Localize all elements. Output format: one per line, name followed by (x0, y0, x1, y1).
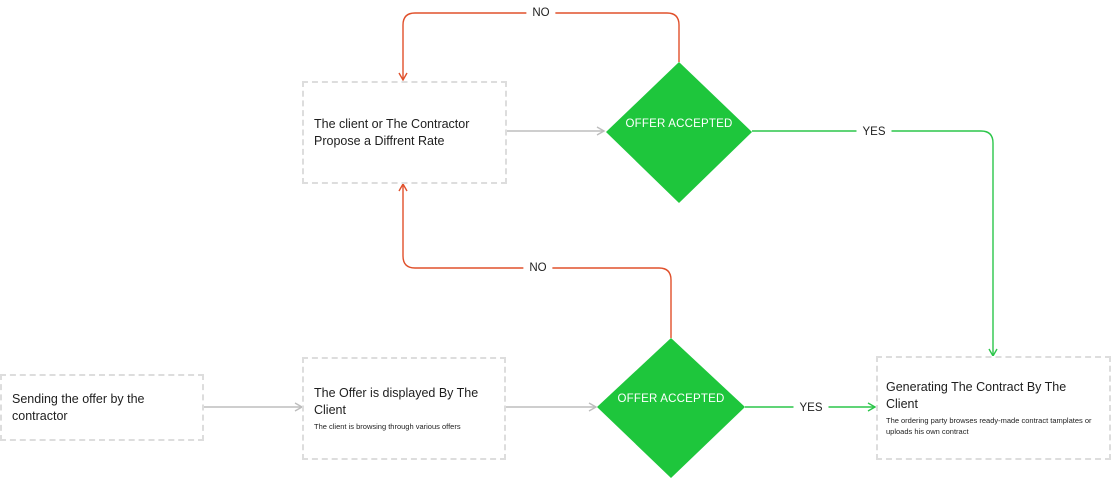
edge-bottom-no-label: NO (523, 261, 553, 275)
edge-top-yes (752, 130, 998, 358)
node-offer-displayed-title: The Offer is displayed By The Client (314, 386, 479, 417)
decision-top-label: OFFER ACCEPTED (625, 118, 733, 130)
node-offer-displayed: The Offer is displayed By The Client The… (302, 357, 506, 460)
node-sending-offer: Sending the offer by the contractor (0, 374, 204, 441)
decision-diamond-bottom (597, 338, 745, 478)
edge-bottom-yes-label: YES (793, 401, 829, 415)
decision-diamond-top (606, 62, 752, 203)
decision-bottom-label: OFFER ACCEPTED (617, 393, 725, 405)
node-offer-displayed-subtitle: The client is browsing through various o… (314, 422, 461, 431)
edge-top-yes-label: YES (856, 125, 892, 139)
node-propose-rate-title: The client or The Contractor Propose a D… (314, 116, 470, 148)
node-generating-contract: Generating The Contract By The Client Th… (876, 356, 1111, 460)
edge-top-no (398, 12, 680, 82)
node-propose-rate: The client or The Contractor Propose a D… (302, 81, 507, 184)
node-generating-contract-title: Generating The Contract By The Client (886, 380, 1067, 411)
node-sending-offer-title: Sending the offer by the contractor (12, 391, 145, 423)
edge-top-no-label: NO (526, 6, 556, 20)
node-generating-contract-subtitle: The ordering party browses ready-made co… (886, 416, 1092, 436)
